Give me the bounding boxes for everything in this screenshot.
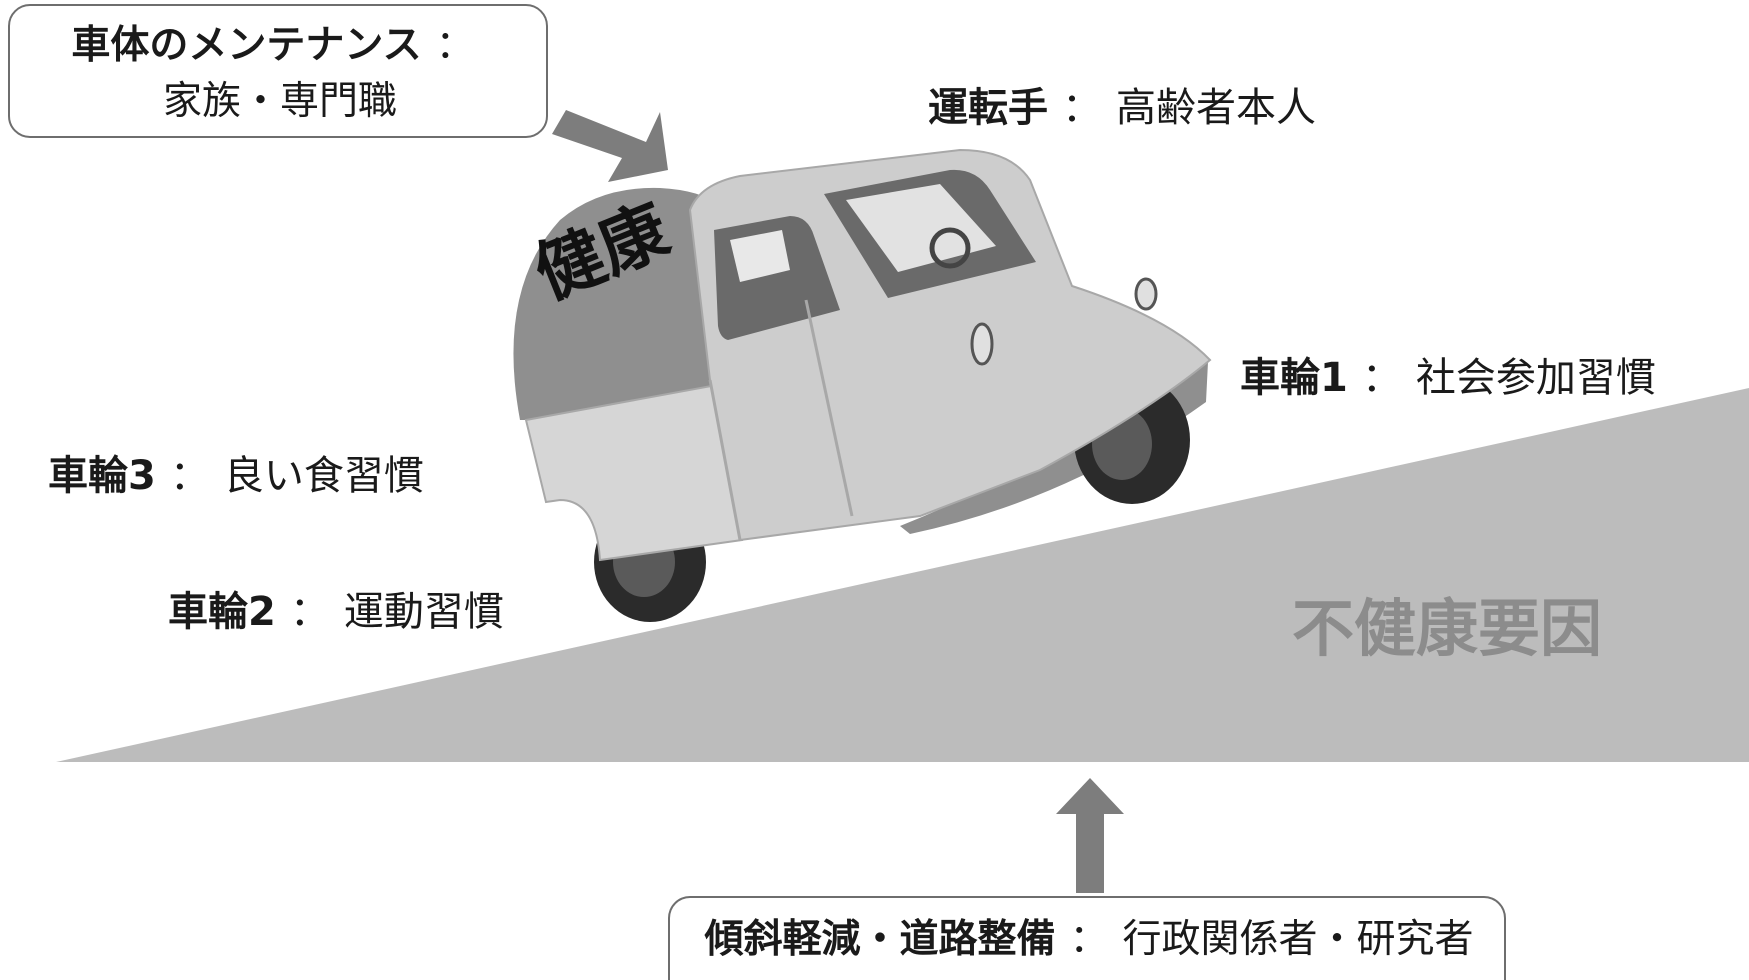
wheel2-value: 運動習慣 [343, 589, 504, 635]
slope-label: 不健康要因 [1292, 592, 1603, 665]
car-icon [513, 148, 1212, 622]
slope-wedge [56, 388, 1749, 762]
driver-colon: ： [1062, 85, 1102, 131]
driver-label: 運転手 ： 高齢者本人 [928, 88, 1316, 128]
maintenance-box: 車体のメンテナンス ： 家族・専門職 [8, 4, 548, 138]
maintenance-title: 車体のメンテナンス [71, 23, 422, 68]
road-title: 傾斜軽減・道路整備 [704, 917, 1056, 962]
road-value: 行政関係者・研究者 [1122, 917, 1474, 962]
wheel3-title: 車輪3 [48, 453, 156, 499]
road-line: 傾斜軽減・道路整備 ： 行政関係者・研究者 [670, 920, 1508, 959]
wheel1-title: 車輪1 [1240, 355, 1348, 401]
maintenance-title-line: 車体のメンテナンス ： [10, 26, 550, 65]
road-box: 傾斜軽減・道路整備 ： 行政関係者・研究者 [668, 896, 1506, 980]
wheel1-label: 車輪1 ： 社会参加習慣 [1240, 358, 1656, 398]
wheel2-label: 車輪2 ： 運動習慣 [168, 592, 504, 632]
wheel3-value: 良い食習慣 [223, 453, 424, 499]
wheel1-value: 社会参加習慣 [1415, 355, 1656, 401]
arrow-down-right-icon [552, 110, 668, 182]
wheel2-title: 車輪2 [168, 589, 276, 635]
driver-value: 高齢者本人 [1116, 85, 1316, 131]
wheel2-colon: ： [289, 589, 330, 635]
arrow-up-icon [1056, 778, 1124, 893]
road-colon: ： [1069, 917, 1109, 962]
driver-title: 運転手 [928, 85, 1048, 131]
wheel3-label: 車輪3 ： 良い食習慣 [48, 456, 424, 496]
wheel3-colon: ： [169, 453, 210, 499]
wheel1-colon: ： [1361, 355, 1402, 401]
maintenance-value: 家族・専門職 [162, 79, 397, 124]
maintenance-colon: ： [435, 23, 475, 68]
